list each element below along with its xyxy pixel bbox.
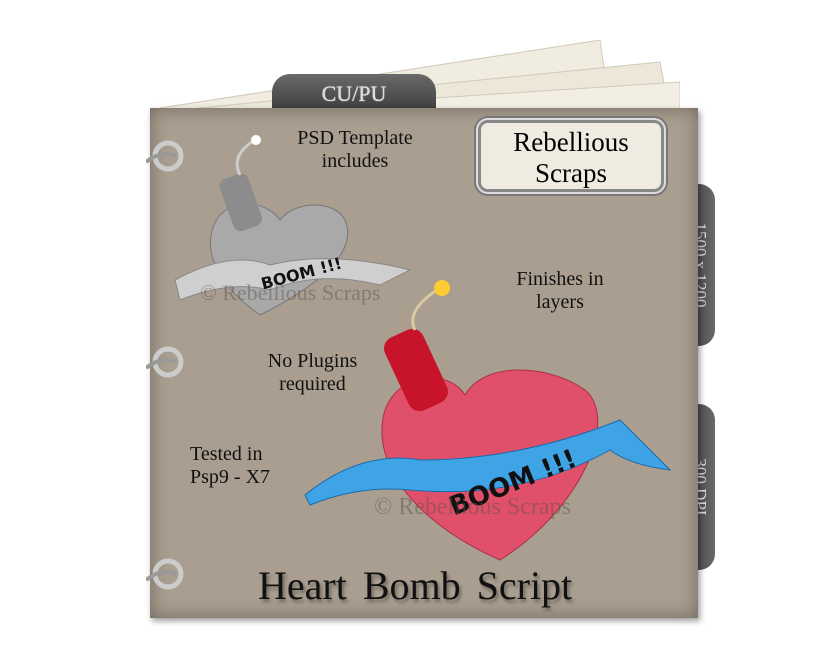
binder-ring-icon	[146, 346, 184, 378]
binder-ring-icon	[146, 558, 184, 590]
binder-ring-icon	[146, 140, 184, 172]
red-heart-bomb-illustration: BOOM !!!	[304, 280, 672, 561]
silver-heart-bomb-illustration: BOOM !!!	[174, 135, 412, 316]
product-title: Heart Bomb Script	[258, 563, 573, 608]
watermark: © Rebellious Scraps	[374, 494, 571, 520]
watermark: © Rebellious Scraps	[200, 280, 381, 305]
tab-cu-pu: CU/PU	[272, 74, 436, 110]
